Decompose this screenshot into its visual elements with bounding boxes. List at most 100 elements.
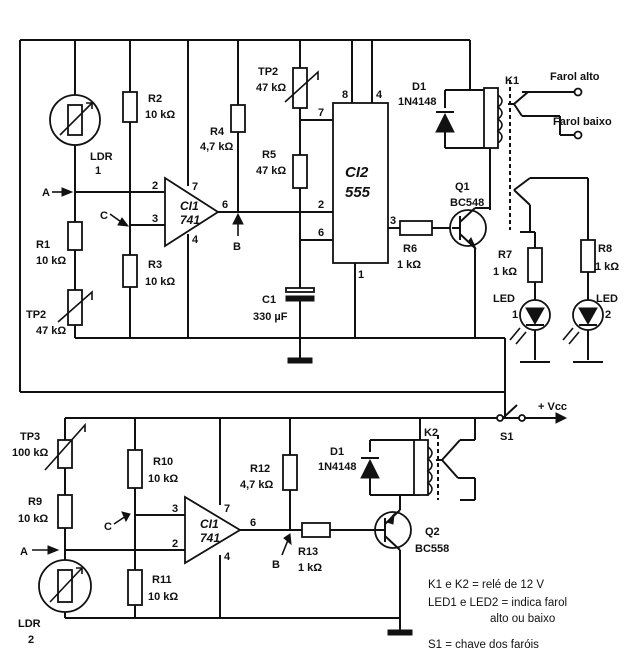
tp2-upper-ref: TP2 <box>258 66 278 78</box>
c1-value: 330 µF <box>253 311 288 323</box>
r6-ref: R6 <box>403 243 417 255</box>
output-farol-alto: Farol alto <box>550 71 600 83</box>
r8-ref: R8 <box>598 243 612 255</box>
r2-value: 10 kΩ <box>145 109 175 121</box>
r13-ref: R13 <box>298 546 318 558</box>
r1-value: 10 kΩ <box>36 255 66 267</box>
pin-op-bottom-3: 3 <box>172 503 178 515</box>
diode-d1-bottom <box>360 457 380 479</box>
r10-ref: R10 <box>153 456 173 468</box>
pin-555-2: 2 <box>318 199 324 211</box>
pin-op-top-3: 3 <box>152 213 158 225</box>
pin-555-4: 4 <box>376 89 383 101</box>
pin-op-top-6: 6 <box>222 199 228 211</box>
ci2-part: 555 <box>345 184 371 201</box>
r11-value: 10 kΩ <box>148 591 178 603</box>
node-b-top: B <box>233 241 241 253</box>
k1-ref: K1 <box>505 75 519 87</box>
r9-value: 10 kΩ <box>18 513 48 525</box>
r13-body <box>301 522 331 538</box>
pin-555-7: 7 <box>318 107 324 119</box>
ldr1-label: LDR <box>90 151 113 163</box>
node-b-bottom-arrow <box>283 533 292 546</box>
ldr1-number: 1 <box>95 165 101 177</box>
pin-op-bottom-4: 4 <box>224 551 231 563</box>
q1-part: BC548 <box>450 197 484 209</box>
ldr2 <box>38 559 92 613</box>
r3-value: 10 kΩ <box>145 276 175 288</box>
pin-555-1: 1 <box>358 269 364 281</box>
bottom-circuit-wires <box>64 395 540 630</box>
pin-op-bottom-7: 7 <box>224 503 230 515</box>
q2-ref: Q2 <box>425 526 440 538</box>
node-b-bottom: B <box>272 559 280 571</box>
terminal-farol-alto <box>573 87 583 97</box>
r12-body <box>282 454 298 491</box>
ci1-top-ref: CI1 <box>180 199 199 213</box>
node-a-bottom: A <box>20 546 28 558</box>
r12-value: 4,7 kΩ <box>240 479 273 491</box>
opamp-ci1-bottom <box>184 495 242 565</box>
led2-number: 2 <box>605 309 611 321</box>
ci1-bottom-ref: CI1 <box>200 517 219 531</box>
switch-s1[interactable] <box>496 404 568 424</box>
r7-body <box>527 247 543 283</box>
r6-value: 1 kΩ <box>397 259 421 271</box>
tp3 <box>44 422 86 471</box>
k2-ref: K2 <box>424 427 438 439</box>
node-c-top-arrow <box>117 217 130 227</box>
s1-ref: S1 <box>500 431 513 443</box>
q1-ref: Q1 <box>455 181 470 193</box>
led1-number: 1 <box>512 309 518 321</box>
r4-body <box>230 104 246 133</box>
node-b-top-arrow <box>232 212 244 225</box>
r2-body <box>122 91 138 123</box>
pin-op-bottom-6: 6 <box>250 517 256 529</box>
r6-body <box>399 220 433 236</box>
transistor-q2 <box>370 509 412 551</box>
r8-body <box>580 239 596 273</box>
tp3-value: 100 kΩ <box>12 447 49 459</box>
tp2-lower-ref: TP2 <box>26 309 46 321</box>
transistor-q1 <box>449 207 490 250</box>
d1-top-ref: D1 <box>412 81 426 93</box>
node-a-top: A <box>42 187 50 199</box>
node-c-top: C <box>100 210 108 222</box>
diode-d1-top <box>435 111 455 133</box>
tp2-upper <box>284 67 319 109</box>
tp2-lower-value: 47 kΩ <box>36 325 66 337</box>
pin-555-8: 8 <box>342 89 348 101</box>
d1-bottom-ref: D1 <box>330 446 344 458</box>
r3-body <box>122 254 138 288</box>
r13-value: 1 kΩ <box>298 562 322 574</box>
r10-value: 10 kΩ <box>148 473 178 485</box>
ldr2-label: LDR <box>18 618 41 630</box>
tp2-lower <box>57 289 93 326</box>
pin-op-top-2: 2 <box>152 180 158 192</box>
r5-ref: R5 <box>262 149 276 161</box>
q2-part: BC558 <box>415 543 449 555</box>
d1-bottom-part: 1N4148 <box>318 461 357 473</box>
relay-k2 <box>413 435 461 500</box>
node-c-bottom: C <box>104 521 112 533</box>
ldr1 <box>49 94 101 146</box>
pin-op-bottom-2: 2 <box>172 538 178 550</box>
r3-ref: R3 <box>148 259 162 271</box>
r4-ref: R4 <box>210 126 225 138</box>
output-vcc: + Vcc <box>538 401 567 413</box>
r5-value: 47 kΩ <box>256 165 286 177</box>
d1-top-part: 1N4148 <box>398 96 437 108</box>
r11-ref: R11 <box>152 574 172 586</box>
r12-ref: R12 <box>250 463 270 475</box>
r9-body <box>57 494 73 529</box>
ground-symbol-bottom <box>387 629 413 636</box>
c1-ref: C1 <box>262 294 276 306</box>
note-relay: K1 e K2 = relé de 12 V <box>428 579 544 591</box>
ground-symbol-top <box>287 357 313 364</box>
r11-body <box>127 569 143 606</box>
r7-ref: R7 <box>498 249 512 261</box>
pin-op-top-4: 4 <box>192 234 199 246</box>
led1 <box>509 299 551 345</box>
ic-ci2-555 <box>332 102 389 264</box>
